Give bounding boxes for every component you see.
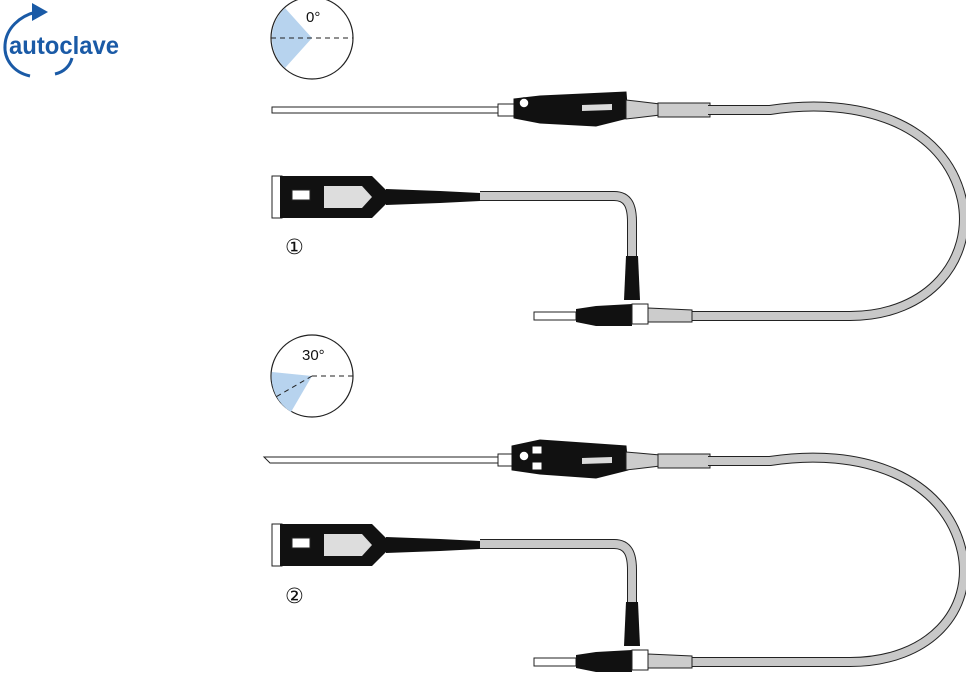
branch-cable-1 bbox=[480, 191, 637, 256]
view-angle-label-1: 0° bbox=[306, 9, 320, 26]
autoclave-logo: autoclave bbox=[3, 3, 119, 78]
diagram-number-2: ② bbox=[285, 584, 304, 608]
light-guide-connector-1 bbox=[533, 311, 577, 321]
insertion-shaft-2 bbox=[262, 456, 499, 464]
view-angle-dial-2: 30° bbox=[270, 334, 354, 418]
video-connector-1 bbox=[271, 175, 480, 219]
diagram-1: 0° bbox=[270, 0, 966, 326]
handle-1 bbox=[513, 91, 629, 127]
autoclave-arc-icon bbox=[3, 10, 37, 78]
video-connector-2 bbox=[271, 523, 480, 567]
view-angle-label-2: 30° bbox=[302, 347, 325, 364]
branch-cable-2 bbox=[480, 539, 637, 602]
diagram-number-1: ① bbox=[285, 235, 304, 259]
diagram-2: 30° bbox=[262, 334, 966, 672]
arrow-head-icon bbox=[32, 3, 48, 21]
logo-text: autoclave bbox=[9, 32, 119, 60]
insertion-shaft-1 bbox=[271, 106, 499, 114]
view-angle-dial-1: 0° bbox=[270, 0, 354, 80]
endoscope-1 bbox=[271, 91, 966, 326]
autoclave-arc-lower-icon bbox=[54, 57, 74, 76]
endoscope-2 bbox=[262, 439, 966, 672]
light-guide-connector-2 bbox=[533, 657, 577, 667]
